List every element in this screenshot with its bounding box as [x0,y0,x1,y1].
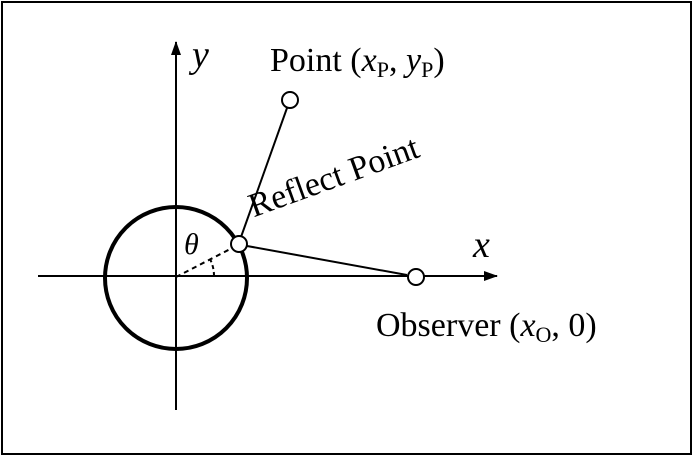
observer-prefix: Observer ( [376,307,521,344]
ray-to-observer [246,245,408,276]
point-p-label: Point (xP, yP) [270,44,445,81]
point-p-marker [281,91,299,109]
point-p-x-sub: P [376,57,389,82]
angle-theta-label: θ [184,228,199,261]
observer-x-sub: O [535,322,552,347]
x-axis-label: x [473,224,490,266]
ray-to-point [240,107,288,238]
observer-rest: , 0) [551,307,597,344]
radius-dashed-line [175,244,239,278]
reflect-point-marker [230,235,248,253]
point-p-y-var: y [405,42,422,79]
observer-marker [407,268,425,286]
angle-arc [209,258,216,277]
point-p-comma: , [388,42,406,79]
point-p-x-var: x [361,42,377,79]
observer-x-var: x [520,307,536,344]
reflecting-circle [103,205,249,351]
observer-label: Observer (xO, 0) [376,309,597,346]
point-p-y-sub: P [421,57,434,82]
point-p-suffix: ) [433,42,445,79]
y-axis-label: y [192,34,209,76]
point-p-prefix: Point ( [270,42,362,79]
